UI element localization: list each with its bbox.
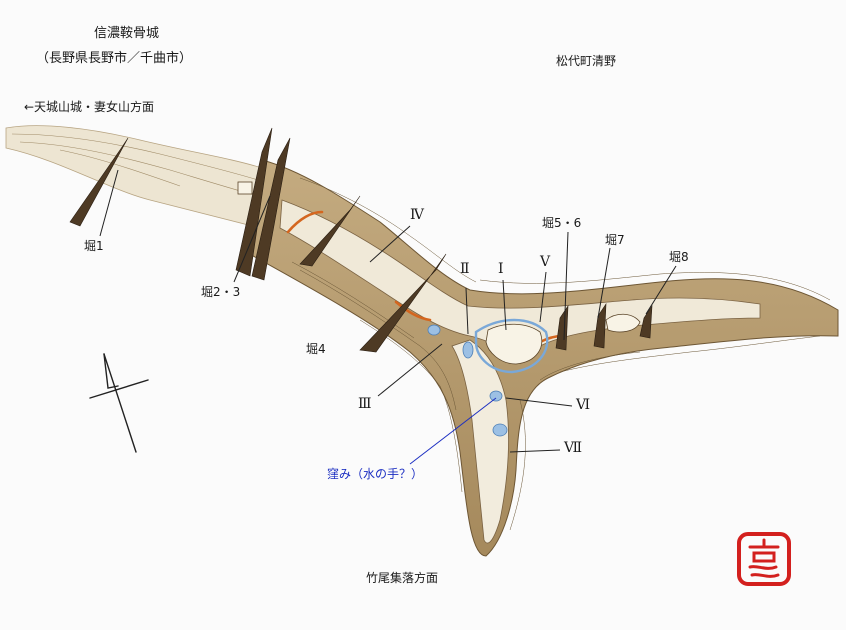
moat-label-4: 堀4 (306, 342, 326, 356)
leader-lines (99, 169, 677, 453)
direction-label-north: 松代町清野 (556, 54, 617, 68)
south-spur-terrace (451, 339, 509, 544)
seal-stamp-icon (737, 532, 791, 586)
enclosure-label-5: Ⅴ (540, 254, 551, 270)
moat-label-7: 堀7 (605, 233, 625, 247)
moat-label-8: 堀8 (669, 250, 689, 264)
enclosure-i-water (474, 318, 549, 374)
hollow-annotation: 窪み（水の手？） (327, 467, 424, 481)
west-ridge-terrain (5, 125, 269, 231)
enclosure-label-3: Ⅲ (358, 396, 372, 412)
moat-label-1: 堀1 (84, 239, 104, 253)
direction-label-northwest: ←天城山城・妻女山方面 (24, 100, 155, 114)
enclosure-label-1: Ⅰ (498, 261, 504, 277)
enclosure-label-7: Ⅶ (564, 440, 583, 456)
north-arrow-icon (89, 353, 149, 453)
enclosure-shapes (237, 181, 641, 365)
moat-label-5-6: 堀5・6 (542, 216, 582, 230)
hachure-contours (291, 177, 831, 531)
hollow-leader-line (409, 397, 497, 465)
enclosure-label-6: Ⅵ (576, 397, 591, 413)
enclosure-label-2: Ⅱ (460, 261, 470, 277)
enclosure-label-4: Ⅳ (410, 207, 424, 223)
upper-terrace-band (279, 199, 761, 350)
west-ridge-contours (11, 133, 259, 197)
direction-label-south: 竹尾集落方面 (366, 571, 439, 585)
moat-label-2-3: 堀2・3 (201, 285, 241, 299)
map-subtitle: （長野県長野市／千曲市） (36, 51, 193, 66)
map-title: 信濃鞍骨城 (94, 26, 160, 41)
water-hollows (427, 324, 508, 437)
